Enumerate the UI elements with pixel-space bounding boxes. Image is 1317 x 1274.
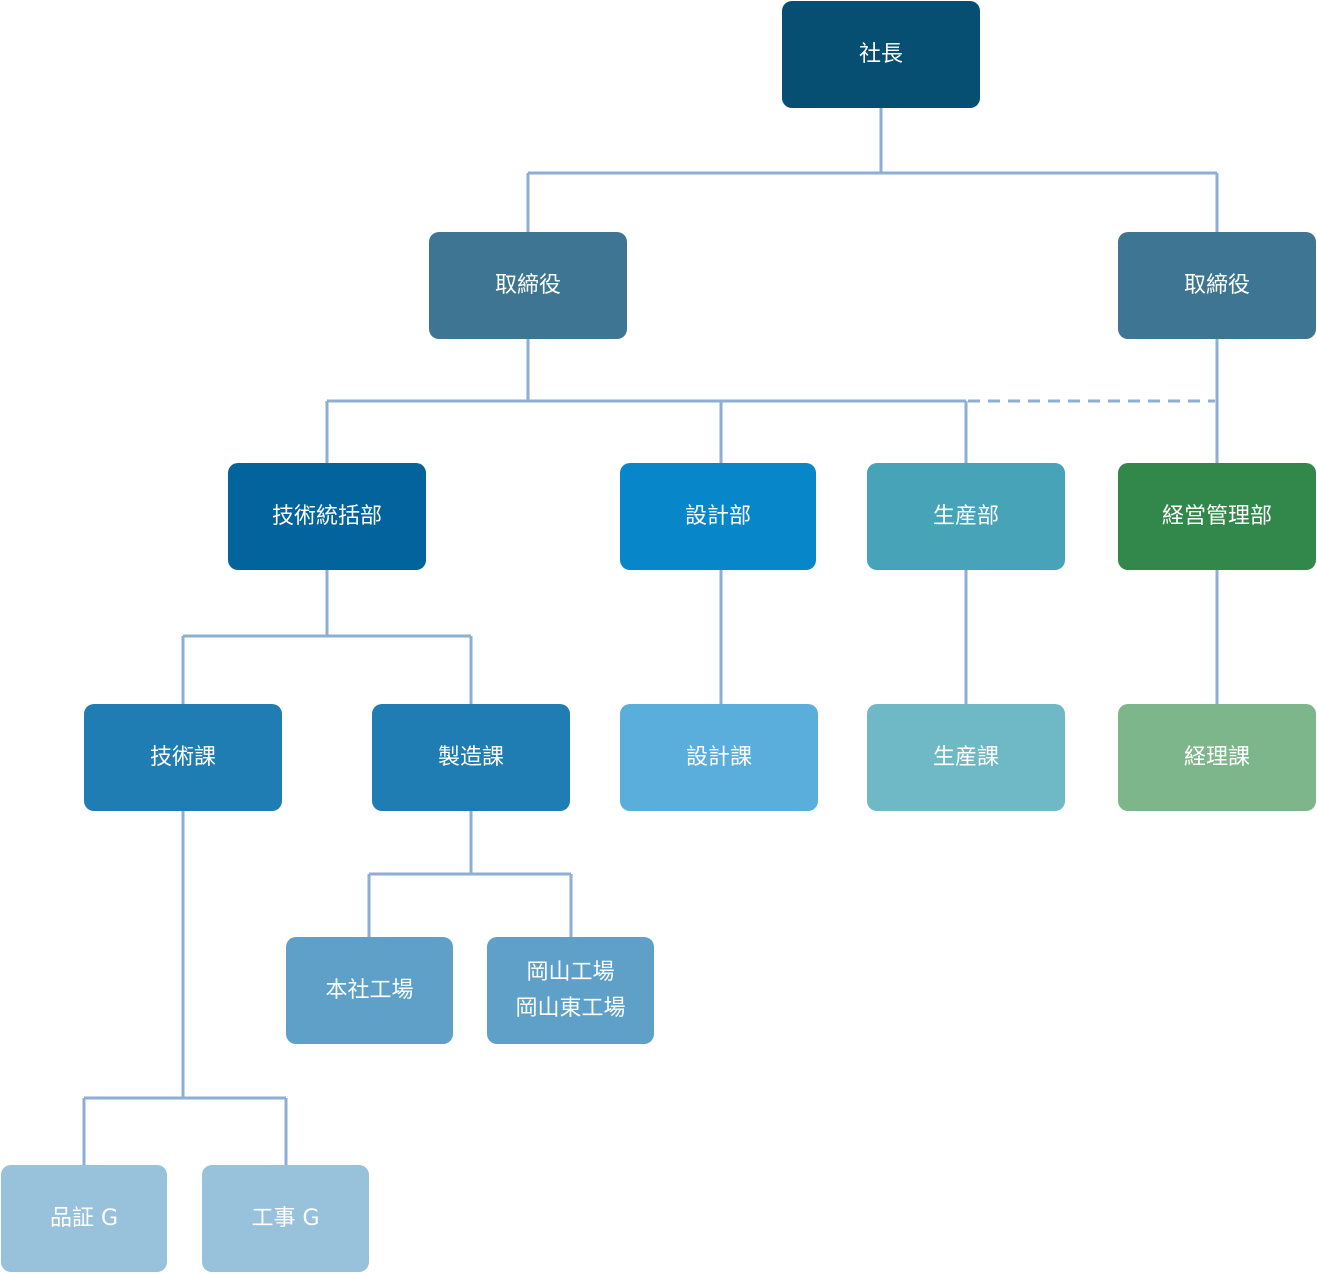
node-label: 本社工場 [325,977,414,1003]
node-label: 取締役 [1183,272,1250,298]
node-accounting-section: 経理課 [1118,704,1316,811]
node-manufacturing-section: 製造課 [372,704,570,811]
node-management-division: 経営管理部 [1118,463,1316,570]
node-director-right: 取締役 [1118,232,1316,339]
node-label: 工事 G [251,1205,320,1231]
node-production-section: 生産課 [867,704,1065,811]
node-headquarters-plant: 本社工場 [286,937,453,1044]
node-production-division: 生産部 [867,463,1065,570]
node-quality-assurance-group: 品証 G [1,1165,167,1272]
node-label: 生産部 [932,503,999,529]
node-construction-group: 工事 G [202,1165,369,1272]
node-technology-division: 技術統括部 [228,463,426,570]
node-director-left: 取締役 [429,232,627,339]
node-technology-section: 技術課 [84,704,282,811]
node-label: 取締役 [494,272,561,298]
node-okayama-plants: 岡山工場 岡山東工場 [487,937,654,1044]
node-label: 設計課 [685,744,752,770]
node-design-section: 設計課 [620,704,818,811]
node-label: 経理課 [1183,744,1250,770]
node-label-line-2: 岡山東工場 [515,995,626,1021]
node-design-division: 設計部 [620,463,816,570]
node-label: 品証 G [49,1205,119,1231]
node-label: 技術統括部 [271,503,382,529]
node-label: 技術課 [149,744,216,770]
node-president: 社長 [782,1,980,108]
node-label-line-1: 岡山工場 [526,959,615,985]
node-label: 経営管理部 [1161,503,1272,529]
node-label: 生産課 [932,744,999,770]
node-label: 設計部 [684,503,751,529]
node-label: 製造課 [437,744,504,770]
node-label: 社長 [858,41,903,67]
